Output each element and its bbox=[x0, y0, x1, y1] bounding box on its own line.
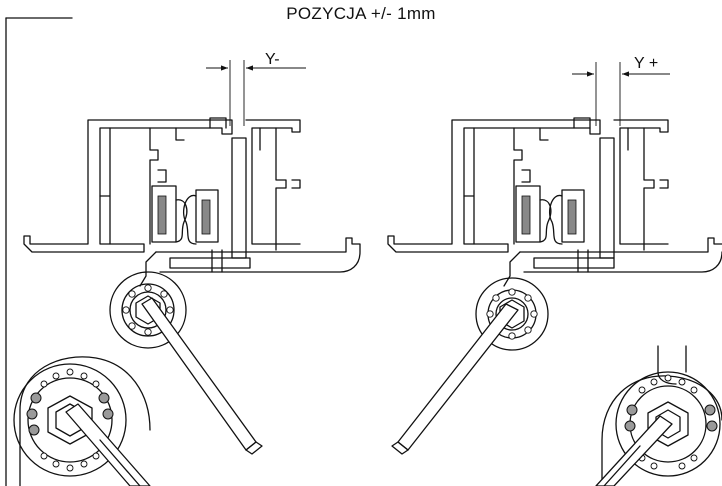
right-dimension: Y + bbox=[572, 55, 670, 126]
right-frame-profile bbox=[387, 117, 722, 287]
left-dimension: Y- bbox=[206, 51, 306, 126]
left-dimension-label: Y- bbox=[265, 51, 280, 68]
left-hinge-large bbox=[13, 356, 151, 486]
right-hex-wrench bbox=[391, 303, 519, 455]
right-dimension-label: Y + bbox=[634, 55, 658, 72]
left-hex-wrench bbox=[141, 297, 263, 455]
left-frame-profile bbox=[23, 117, 361, 287]
frame-border bbox=[5, 17, 73, 486]
right-hinge-large bbox=[595, 345, 722, 486]
diagram-title: POZYCJA +/- 1mm bbox=[286, 4, 436, 23]
